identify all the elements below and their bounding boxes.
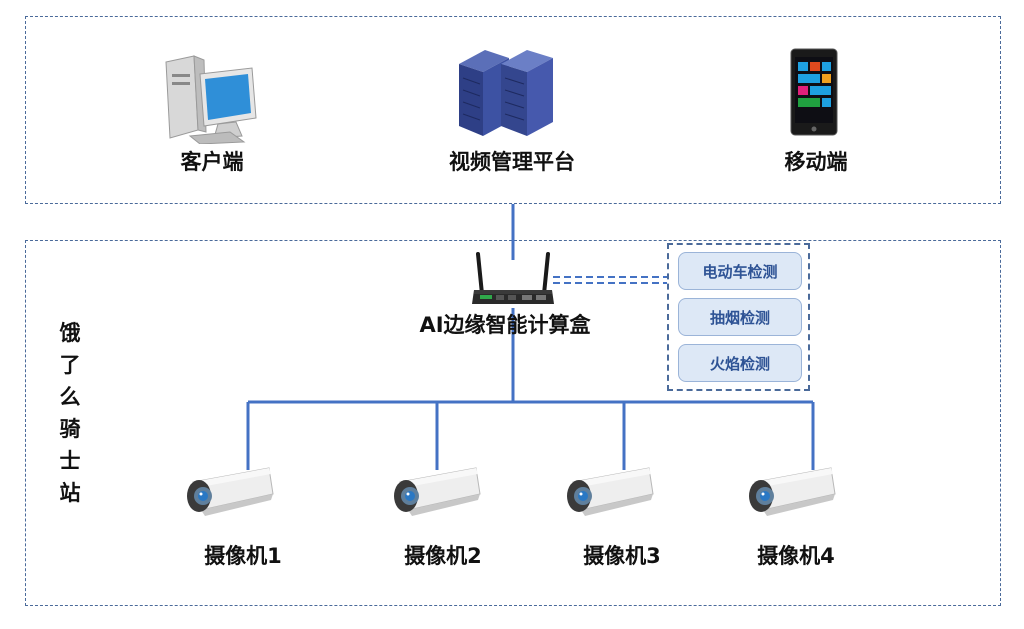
cloud-zone	[25, 16, 1001, 204]
security-camera-icon	[567, 467, 654, 516]
camera-2-label: 摄像机2	[404, 544, 482, 568]
detection-fire: 火焰检测	[678, 344, 802, 382]
client-label: 客户端	[180, 150, 244, 174]
site-label: 饿了么骑士站	[59, 321, 81, 505]
security-camera-icon	[749, 467, 836, 516]
detection-ebike: 电动车检测	[678, 252, 802, 290]
server-rack-icon	[459, 50, 553, 136]
mobile-label: 移动端	[784, 150, 848, 174]
platform-label: 视频管理平台	[449, 150, 575, 174]
security-camera-icon	[187, 467, 274, 516]
camera-1-label: 摄像机1	[204, 544, 282, 568]
router-icon	[472, 252, 554, 304]
camera-3-label: 摄像机3	[583, 544, 661, 568]
detection-group	[667, 243, 810, 391]
camera-4-label: 摄像机4	[757, 544, 835, 568]
smartphone-icon	[790, 48, 838, 136]
desktop-computer-icon	[165, 55, 257, 144]
security-camera-icon	[394, 467, 481, 516]
edge-box-label: AI边缘智能计算盒	[419, 313, 591, 337]
detection-smoking: 抽烟检测	[678, 298, 802, 336]
